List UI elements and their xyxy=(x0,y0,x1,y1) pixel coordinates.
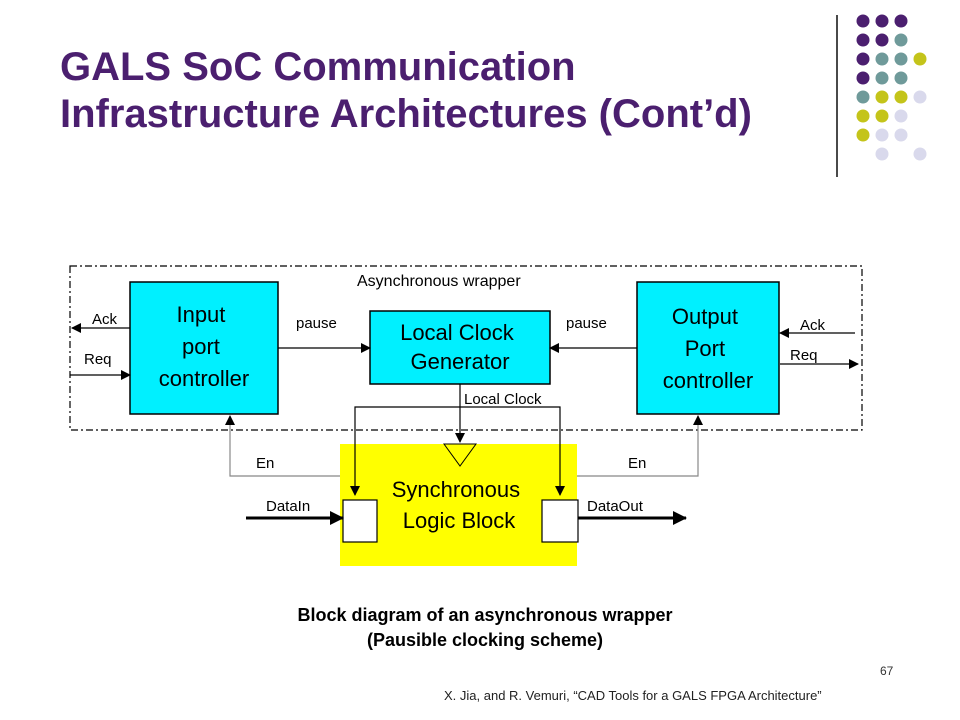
decorative-dot xyxy=(856,14,870,28)
citation: X. Jia, and R. Vemuri, “CAD Tools for a … xyxy=(444,688,822,703)
decorative-dot xyxy=(875,90,889,104)
clock-generator-line: Local Clock xyxy=(400,320,515,345)
output-controller-line: Output xyxy=(672,304,738,329)
decorative-dot xyxy=(875,128,889,142)
data-in-label: DataIn xyxy=(266,498,310,515)
clock-triangle xyxy=(443,443,477,467)
decorative-dot xyxy=(856,71,870,85)
decorative-dot xyxy=(913,52,927,66)
decorative-dot-grid xyxy=(856,14,927,161)
decorative-dot xyxy=(913,90,927,104)
output-controller-label: Output Port controller xyxy=(663,304,753,393)
output-controller-line: Port xyxy=(685,336,725,361)
caption-line-1: Block diagram of an asynchronous wrapper xyxy=(297,605,673,625)
sync-block-line: Synchronous xyxy=(392,477,520,502)
decorative-dot xyxy=(856,128,870,142)
title-divider xyxy=(836,15,838,177)
output-register xyxy=(541,499,579,543)
data-out-label: DataOut xyxy=(587,498,644,515)
title-line-2: Infrastructure Architectures (Cont’d) xyxy=(60,92,752,136)
en-right-label: En xyxy=(628,455,646,472)
decorative-dot xyxy=(856,52,870,66)
local-clock-label: Local Clock xyxy=(464,391,542,408)
pause-left-label: pause xyxy=(296,315,337,332)
en-right-line xyxy=(577,415,703,477)
input-controller-line: controller xyxy=(159,366,249,391)
figure-caption: Block diagram of an asynchronous wrapper… xyxy=(160,603,810,653)
ack-right-label: Ack xyxy=(800,317,826,334)
req-left-label: Req xyxy=(84,351,112,368)
decorative-dot xyxy=(875,109,889,123)
input-register xyxy=(342,499,378,543)
page-number: 67 xyxy=(880,664,894,678)
decorative-dot xyxy=(894,33,908,47)
decorative-dot xyxy=(894,52,908,66)
decorative-dot xyxy=(875,52,889,66)
decorative-dot xyxy=(894,14,908,28)
slide-title: GALS SoC Communication Infrastructure Ar… xyxy=(60,44,820,138)
decorative-dot xyxy=(894,128,908,142)
decorative-dot xyxy=(875,14,889,28)
pause-right-label: pause xyxy=(566,315,607,332)
decorative-dot xyxy=(856,90,870,104)
title-line-1: GALS SoC Communication xyxy=(60,45,576,89)
wrapper-label: Asynchronous wrapper xyxy=(357,273,521,290)
output-port-controller xyxy=(636,281,780,415)
decorative-dot xyxy=(875,71,889,85)
decorative-dot xyxy=(913,147,927,161)
decorative-dot xyxy=(856,33,870,47)
sync-block-label: Synchronous Logic Block xyxy=(392,477,527,533)
input-controller-line: Input xyxy=(176,302,225,327)
ack-left-label: Ack xyxy=(92,311,118,328)
decorative-dot xyxy=(894,109,908,123)
decorative-dot xyxy=(856,109,870,123)
en-left-line xyxy=(225,415,340,477)
wrapper-boundary xyxy=(69,265,863,431)
output-controller-line: controller xyxy=(663,368,753,393)
caption-line-2: (Pausible clocking scheme) xyxy=(366,630,604,650)
req-right-label: Req xyxy=(790,347,818,364)
local-clock-generator xyxy=(369,310,551,385)
clock-generator-label: Local Clock Generator xyxy=(400,320,520,374)
sync-block-line: Logic Block xyxy=(403,508,517,533)
clock-generator-line: Generator xyxy=(410,349,509,374)
decorative-dot xyxy=(875,147,889,161)
input-controller-label: Input port controller xyxy=(159,302,249,391)
input-port-controller xyxy=(129,281,279,415)
clock-to-right-register xyxy=(460,406,565,496)
en-left-label: En xyxy=(256,455,274,472)
decorative-dot xyxy=(894,90,908,104)
async-wrapper-diagram: Asynchronous wrapper Input port controll… xyxy=(69,265,863,566)
decorative-dot xyxy=(894,71,908,85)
input-controller-line: port xyxy=(182,334,220,359)
decorative-dot xyxy=(875,33,889,47)
clock-to-left-register xyxy=(350,406,460,496)
